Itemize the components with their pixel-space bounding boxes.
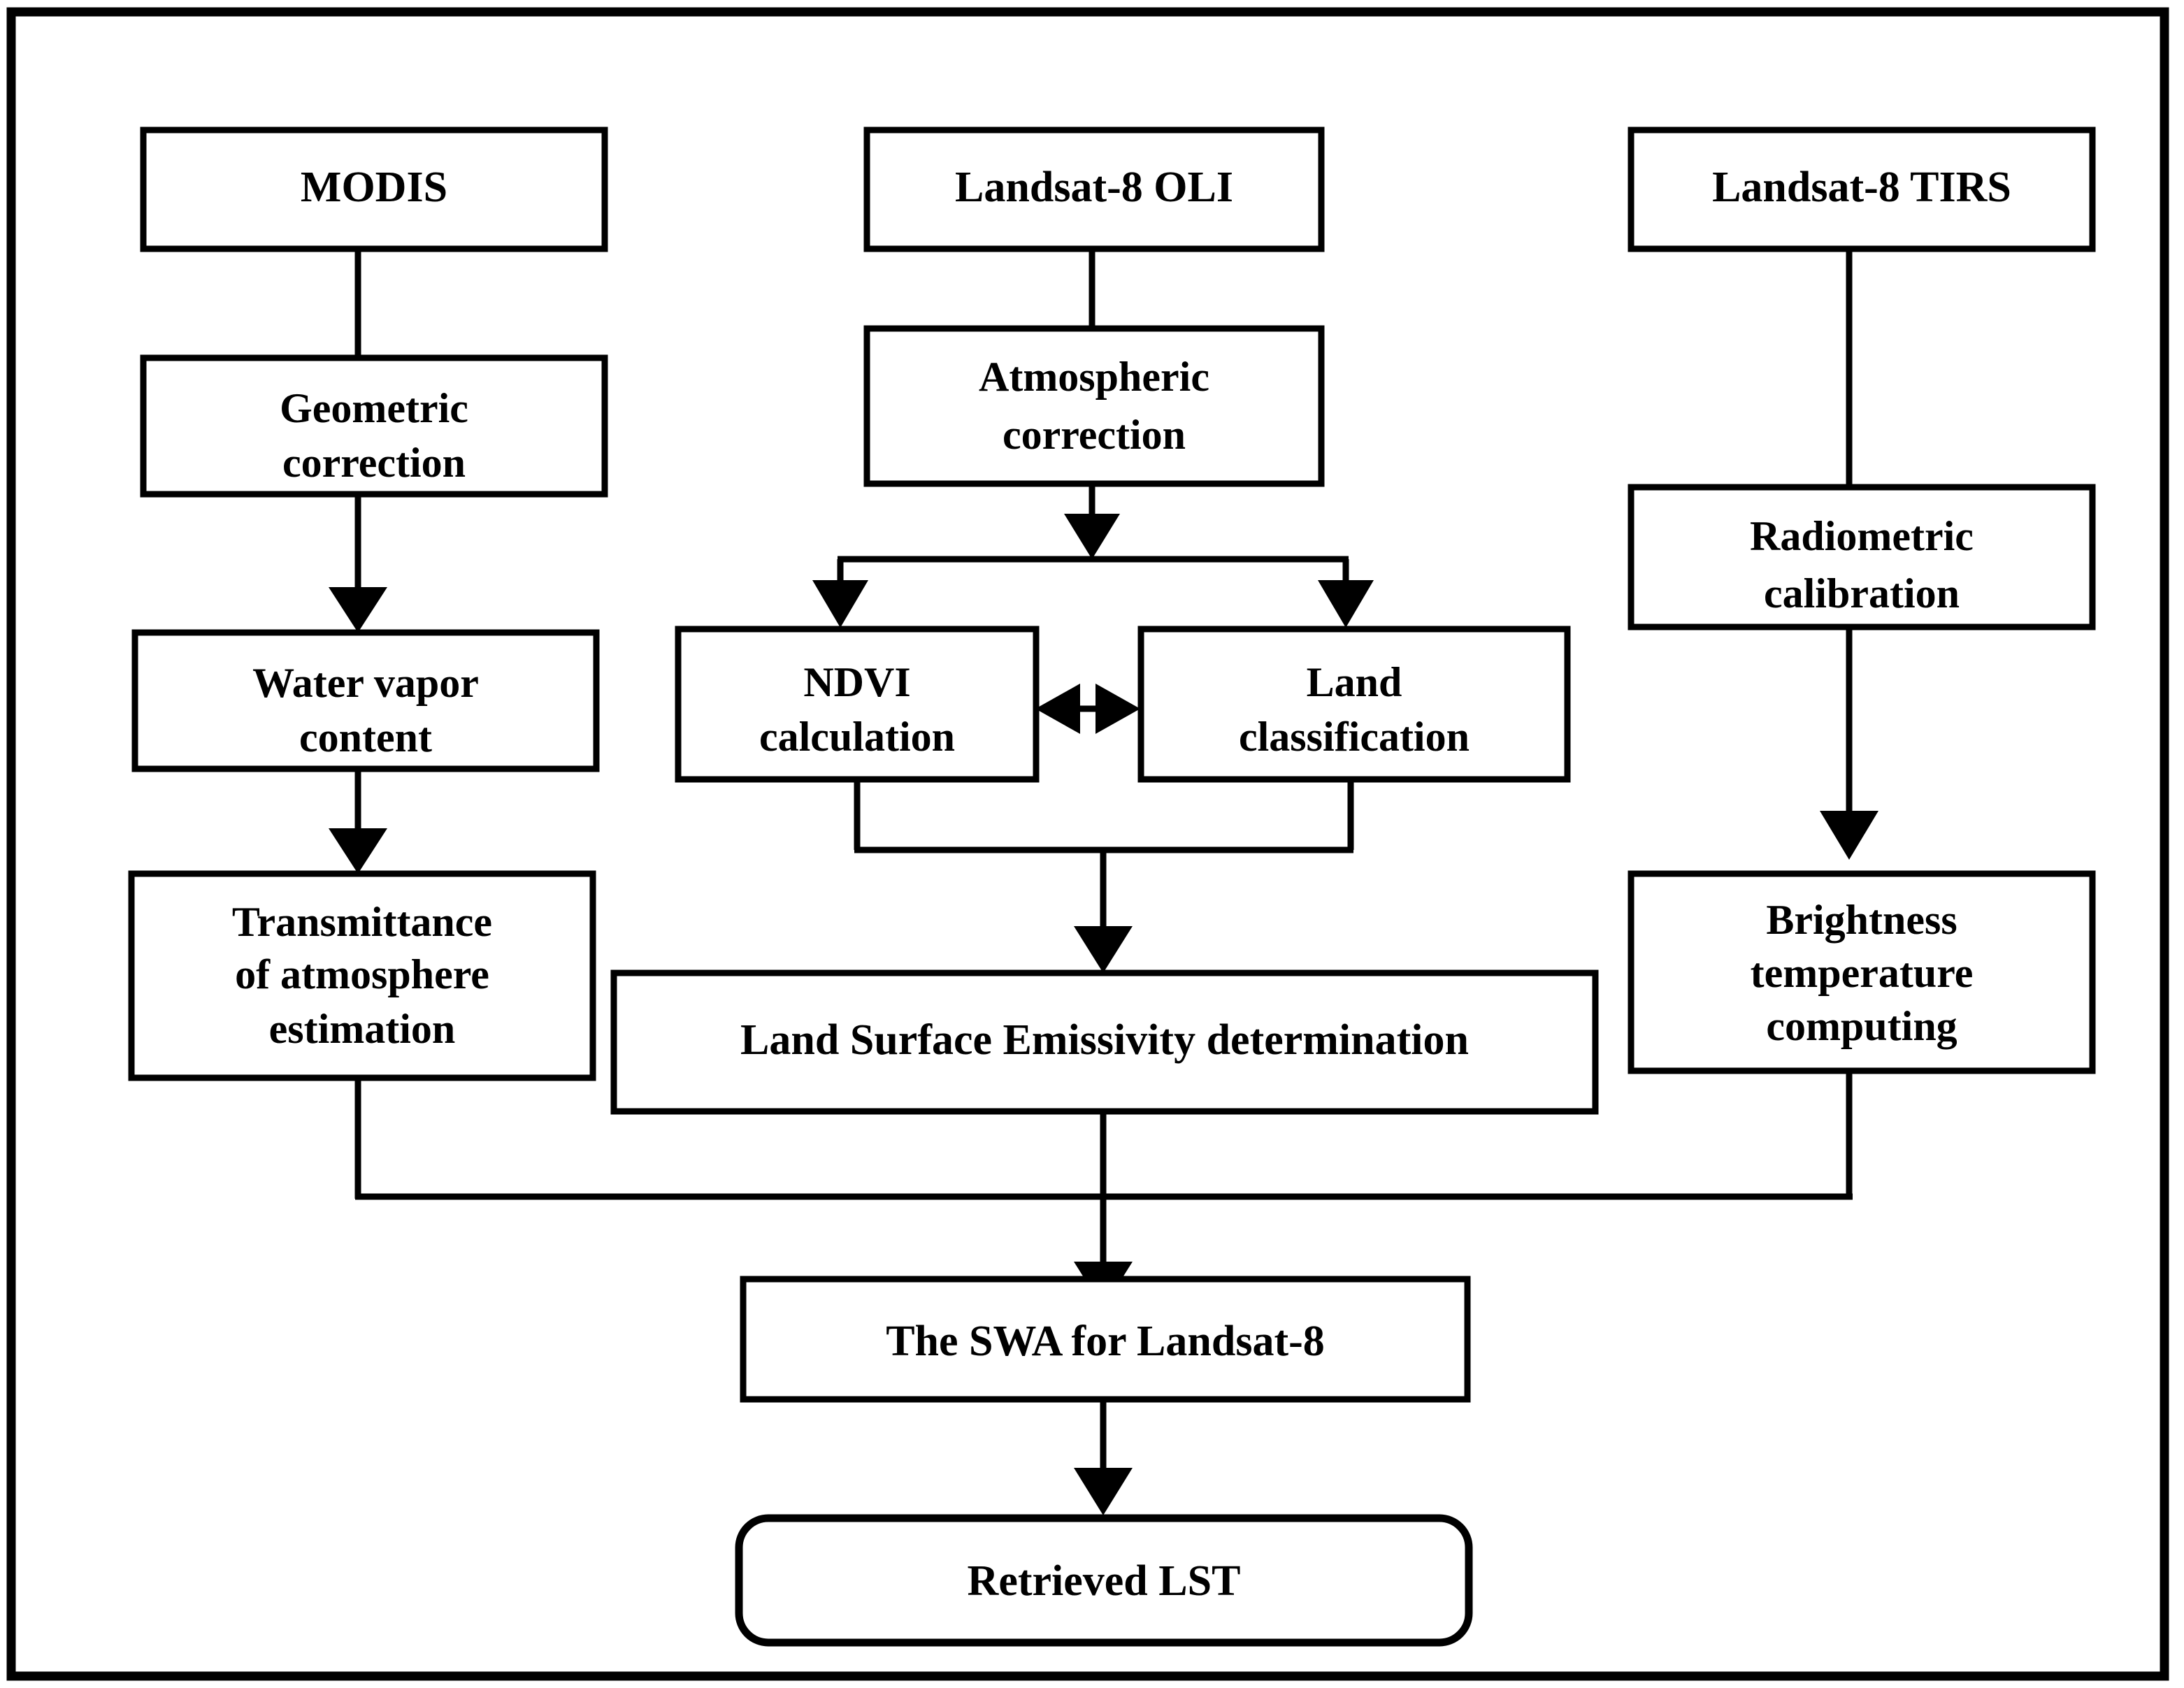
node-transmittance-box[interactable] (128, 870, 596, 1081)
node-radiometric-calibration[interactable]: Radiometric calibration (1628, 484, 2096, 630)
node-land-classification-box[interactable] (1137, 626, 1571, 783)
arrow-head-ndvi-land-left (1035, 684, 1080, 734)
node-transmittance-label-line1: Transmittance (232, 899, 492, 945)
node-retrieved-lst[interactable]: Retrieved LST (735, 1514, 1473, 1647)
node-swa-label: The SWA for Landsat-8 (886, 1318, 1325, 1365)
node-modis-label: MODIS (301, 164, 447, 211)
node-atmospheric-correction-box[interactable] (863, 325, 1325, 487)
node-geometric-correction-label-line2: correction (282, 440, 466, 486)
node-transmittance-label-line2: of atmosphere (235, 951, 489, 997)
node-brightness-temperature-label-line1: Brightness (1766, 897, 1957, 943)
node-modis[interactable]: MODIS (140, 127, 608, 252)
node-ndvi-calculation[interactable]: NDVI calculation (675, 626, 1040, 783)
arrow-head-to-ndvi (812, 580, 868, 628)
arrow-head-radiometric-to-brightness (1820, 811, 1878, 860)
node-ndvi-calculation-label-line1: NDVI (803, 659, 910, 705)
arrow-head-watervapor-to-transmittance (329, 828, 387, 874)
node-ndvi-calculation-box[interactable] (675, 626, 1040, 783)
node-lse-determination[interactable]: Land Surface Emissivity determination (610, 969, 1599, 1115)
node-retrieved-lst-box[interactable] (735, 1514, 1473, 1647)
node-water-vapor-content[interactable]: Water vapor content (131, 629, 600, 772)
node-landsat8-tirs-box[interactable] (1628, 127, 2096, 252)
node-landsat8-oli-box[interactable] (863, 127, 1325, 252)
node-landsat8-oli-label: Landsat-8 OLI (955, 164, 1233, 211)
node-landsat8-oli[interactable]: Landsat-8 OLI (863, 127, 1325, 252)
node-brightness-temperature-label-line2: temperature (1751, 950, 1974, 996)
figure-border (6, 7, 2169, 1681)
node-ndvi-calculation-label-line2: calculation (759, 714, 955, 760)
node-lse-determination-box[interactable] (610, 969, 1599, 1115)
node-water-vapor-content-box[interactable] (131, 629, 600, 772)
node-water-vapor-content-label-line2: content (299, 714, 432, 760)
node-brightness-temperature-label-line3: computing (1766, 1003, 1957, 1049)
node-transmittance-label-line3: estimation (269, 1006, 456, 1052)
node-swa[interactable]: The SWA for Landsat-8 (740, 1276, 1471, 1403)
node-atmospheric-correction[interactable]: Atmospheric correction (863, 325, 1325, 487)
node-swa-box[interactable] (740, 1276, 1471, 1403)
node-land-classification-label-line1: Land (1307, 659, 1402, 705)
node-landsat8-tirs-label: Landsat-8 TIRS (1712, 164, 2011, 211)
node-radiometric-calibration-label-line2: calibration (1764, 570, 1960, 616)
arrow-head-atmospheric-split (1064, 514, 1120, 559)
node-landsat8-tirs[interactable]: Landsat-8 TIRS (1628, 127, 2096, 252)
node-water-vapor-content-label-line1: Water vapor (252, 660, 479, 706)
node-brightness-temperature-box[interactable] (1628, 870, 2096, 1074)
node-retrieved-lst-label: Retrieved LST (968, 1557, 1241, 1605)
node-transmittance[interactable]: Transmittance of atmosphere estimation (128, 870, 596, 1081)
arrow-head-to-retrieved-lst (1074, 1468, 1133, 1515)
node-radiometric-calibration-label-line1: Radiometric (1750, 513, 1974, 559)
node-atmospheric-correction-label-line1: Atmospheric (979, 354, 1209, 400)
node-geometric-correction-label-line1: Geometric (280, 385, 468, 431)
node-lse-determination-label: Land Surface Emissivity determination (740, 1016, 1469, 1064)
node-geometric-correction[interactable]: Geometric correction (140, 354, 608, 498)
node-atmospheric-correction-label-line2: correction (1003, 412, 1186, 458)
node-modis-box[interactable] (140, 127, 608, 252)
node-land-classification[interactable]: Land classification (1137, 626, 1571, 783)
node-brightness-temperature[interactable]: Brightness temperature computing (1628, 870, 2096, 1074)
arrow-head-geometric-to-watervapor (329, 587, 387, 633)
node-land-classification-label-line2: classification (1239, 714, 1470, 760)
arrow-head-to-lse (1074, 926, 1133, 973)
node-geometric-correction-box[interactable] (140, 354, 608, 498)
arrow-head-ndvi-land-right (1095, 684, 1140, 734)
arrow-head-to-land-classification (1318, 580, 1374, 628)
node-radiometric-calibration-box[interactable] (1628, 484, 2096, 630)
